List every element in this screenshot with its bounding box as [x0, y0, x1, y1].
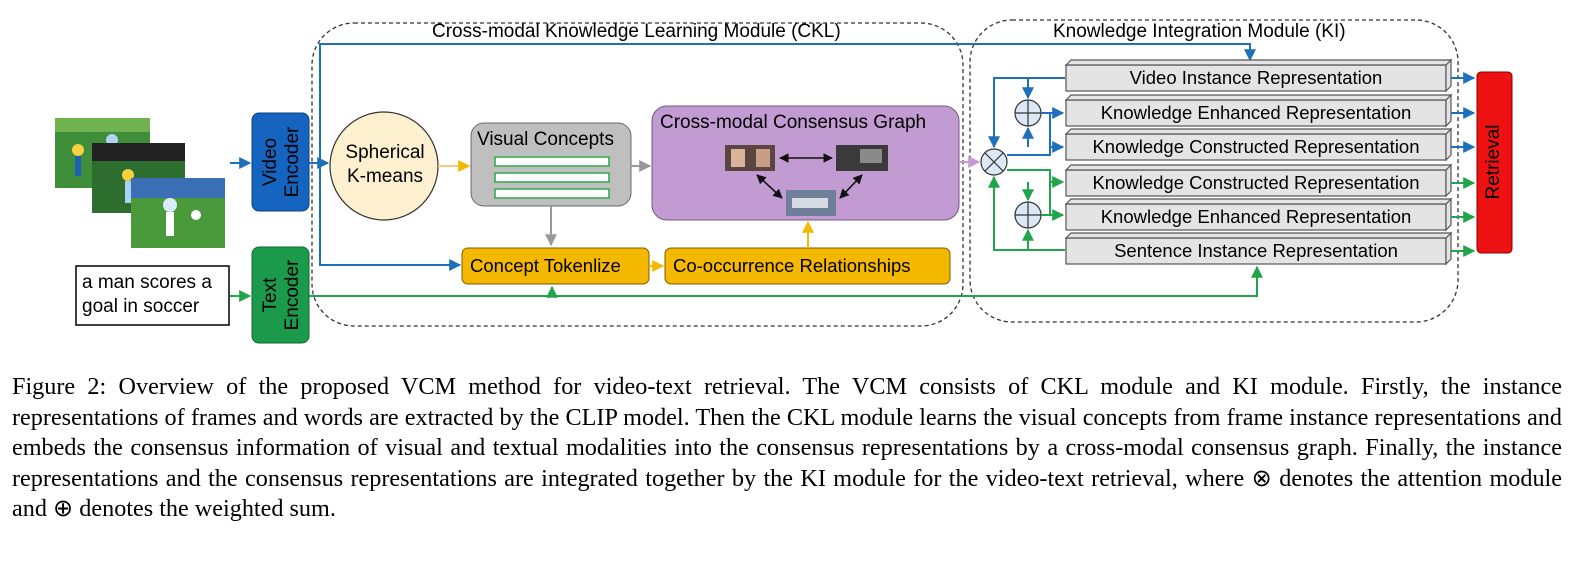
- input-text-label: a man scores a goal in soccer: [82, 272, 212, 317]
- retrieval-box: [1476, 71, 1513, 254]
- graph-node-images: [725, 145, 888, 216]
- cooccurrence-label: Co-occurrence Relationships: [673, 255, 911, 276]
- caption-text: Figure 2: Overview of the proposed VCM m…: [12, 373, 1562, 522]
- attention-symbol: [980, 148, 1008, 176]
- rep-knowledge-enhanced-video: Knowledge Enhanced Representation: [1100, 102, 1412, 123]
- video-frames-image: [55, 118, 225, 248]
- kmeans-label: Spherical K-means: [345, 142, 425, 187]
- ckl-module-box: [311, 22, 964, 327]
- ki-title: Knowledge Integration Module (KI): [1053, 21, 1346, 42]
- ki-module-box: [969, 19, 1459, 323]
- ckl-title: Cross-modal Knowledge Learning Module (C…: [432, 21, 841, 42]
- retrieval-label: Retrieval: [1483, 124, 1504, 200]
- rep-knowledge-enhanced-text: Knowledge Enhanced Representation: [1100, 206, 1412, 227]
- concept-bars: [494, 156, 610, 199]
- representation-boxes: [1064, 58, 1453, 266]
- rep-sentence-instance: Sentence Instance Representation: [1114, 240, 1398, 261]
- weighted-sum-symbol-top: [1014, 99, 1042, 127]
- input-text-box: [75, 265, 230, 326]
- concept-tokenize-label: Concept Tokenlize: [470, 255, 621, 276]
- rep-video-instance: Video Instance Representation: [1129, 67, 1383, 88]
- visual-concepts-label: Visual Concepts: [477, 129, 614, 150]
- video-encoder-label: Video Encoder: [260, 126, 303, 198]
- weighted-sum-symbol-bottom: [1014, 201, 1042, 229]
- rep-knowledge-constructed-video: Knowledge Constructed Representation: [1092, 136, 1420, 157]
- figure-diagram: Cross-modal Knowledge Learning Module (C…: [55, 19, 1513, 344]
- text-encoder-label: Text Encoder: [260, 259, 303, 331]
- figure-caption: Figure 2: Overview of the proposed VCM m…: [12, 372, 1562, 525]
- consensus-graph-label: Cross-modal Consensus Graph: [660, 112, 927, 133]
- rep-knowledge-constructed-text: Knowledge Constructed Representation: [1092, 172, 1420, 193]
- diagram-canvas: [55, 19, 1513, 344]
